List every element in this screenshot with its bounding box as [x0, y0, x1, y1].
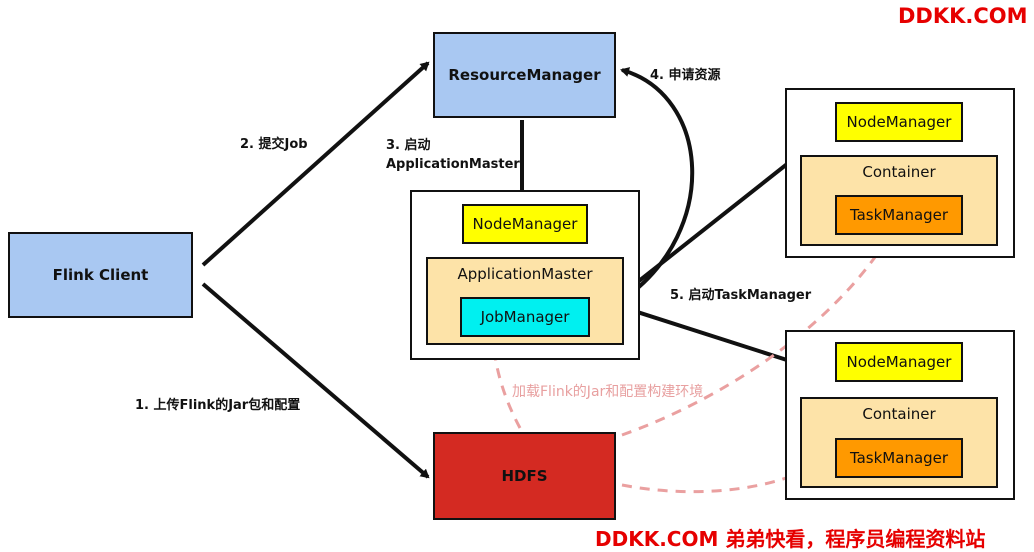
step2-label: 2. 提交Job	[240, 137, 308, 152]
watermark-top: DDKK.COM	[898, 4, 1028, 28]
job-manager-node: JobManager	[460, 297, 590, 337]
step5-label: 5. 启动TaskManager	[670, 288, 812, 303]
arrow-upload-jar	[201, 282, 430, 479]
center-node-manager: NodeManager	[462, 204, 588, 244]
step1-label: 1. 上传Flink的Jar包和配置	[135, 398, 301, 413]
dashed-hdfs-to-jobmanager	[493, 338, 522, 429]
load-env-label: 加载Flink的Jar和配置构建环境	[512, 384, 704, 400]
worker-bottom-node-manager: NodeManager	[835, 342, 963, 382]
step4-label: 4. 申请资源	[650, 68, 721, 83]
flink-client-node: Flink Client	[8, 232, 193, 318]
step3-label-line2: ApplicationMaster	[386, 157, 520, 172]
step3-label-line1: 3. 启动	[386, 138, 431, 153]
resource-manager-node: ResourceManager	[433, 32, 616, 118]
worker-top-node-manager: NodeManager	[835, 102, 963, 142]
worker-bottom-task-manager: TaskManager	[835, 438, 963, 478]
watermark-bottom: DDKK.COM 弟弟快看，程序员编程资料站	[595, 527, 986, 551]
worker-top-task-manager: TaskManager	[835, 195, 963, 235]
arrow-submit-job	[201, 61, 430, 267]
dashed-hdfs-to-taskmanager-top	[621, 238, 888, 437]
hdfs-node: HDFS	[433, 432, 616, 520]
